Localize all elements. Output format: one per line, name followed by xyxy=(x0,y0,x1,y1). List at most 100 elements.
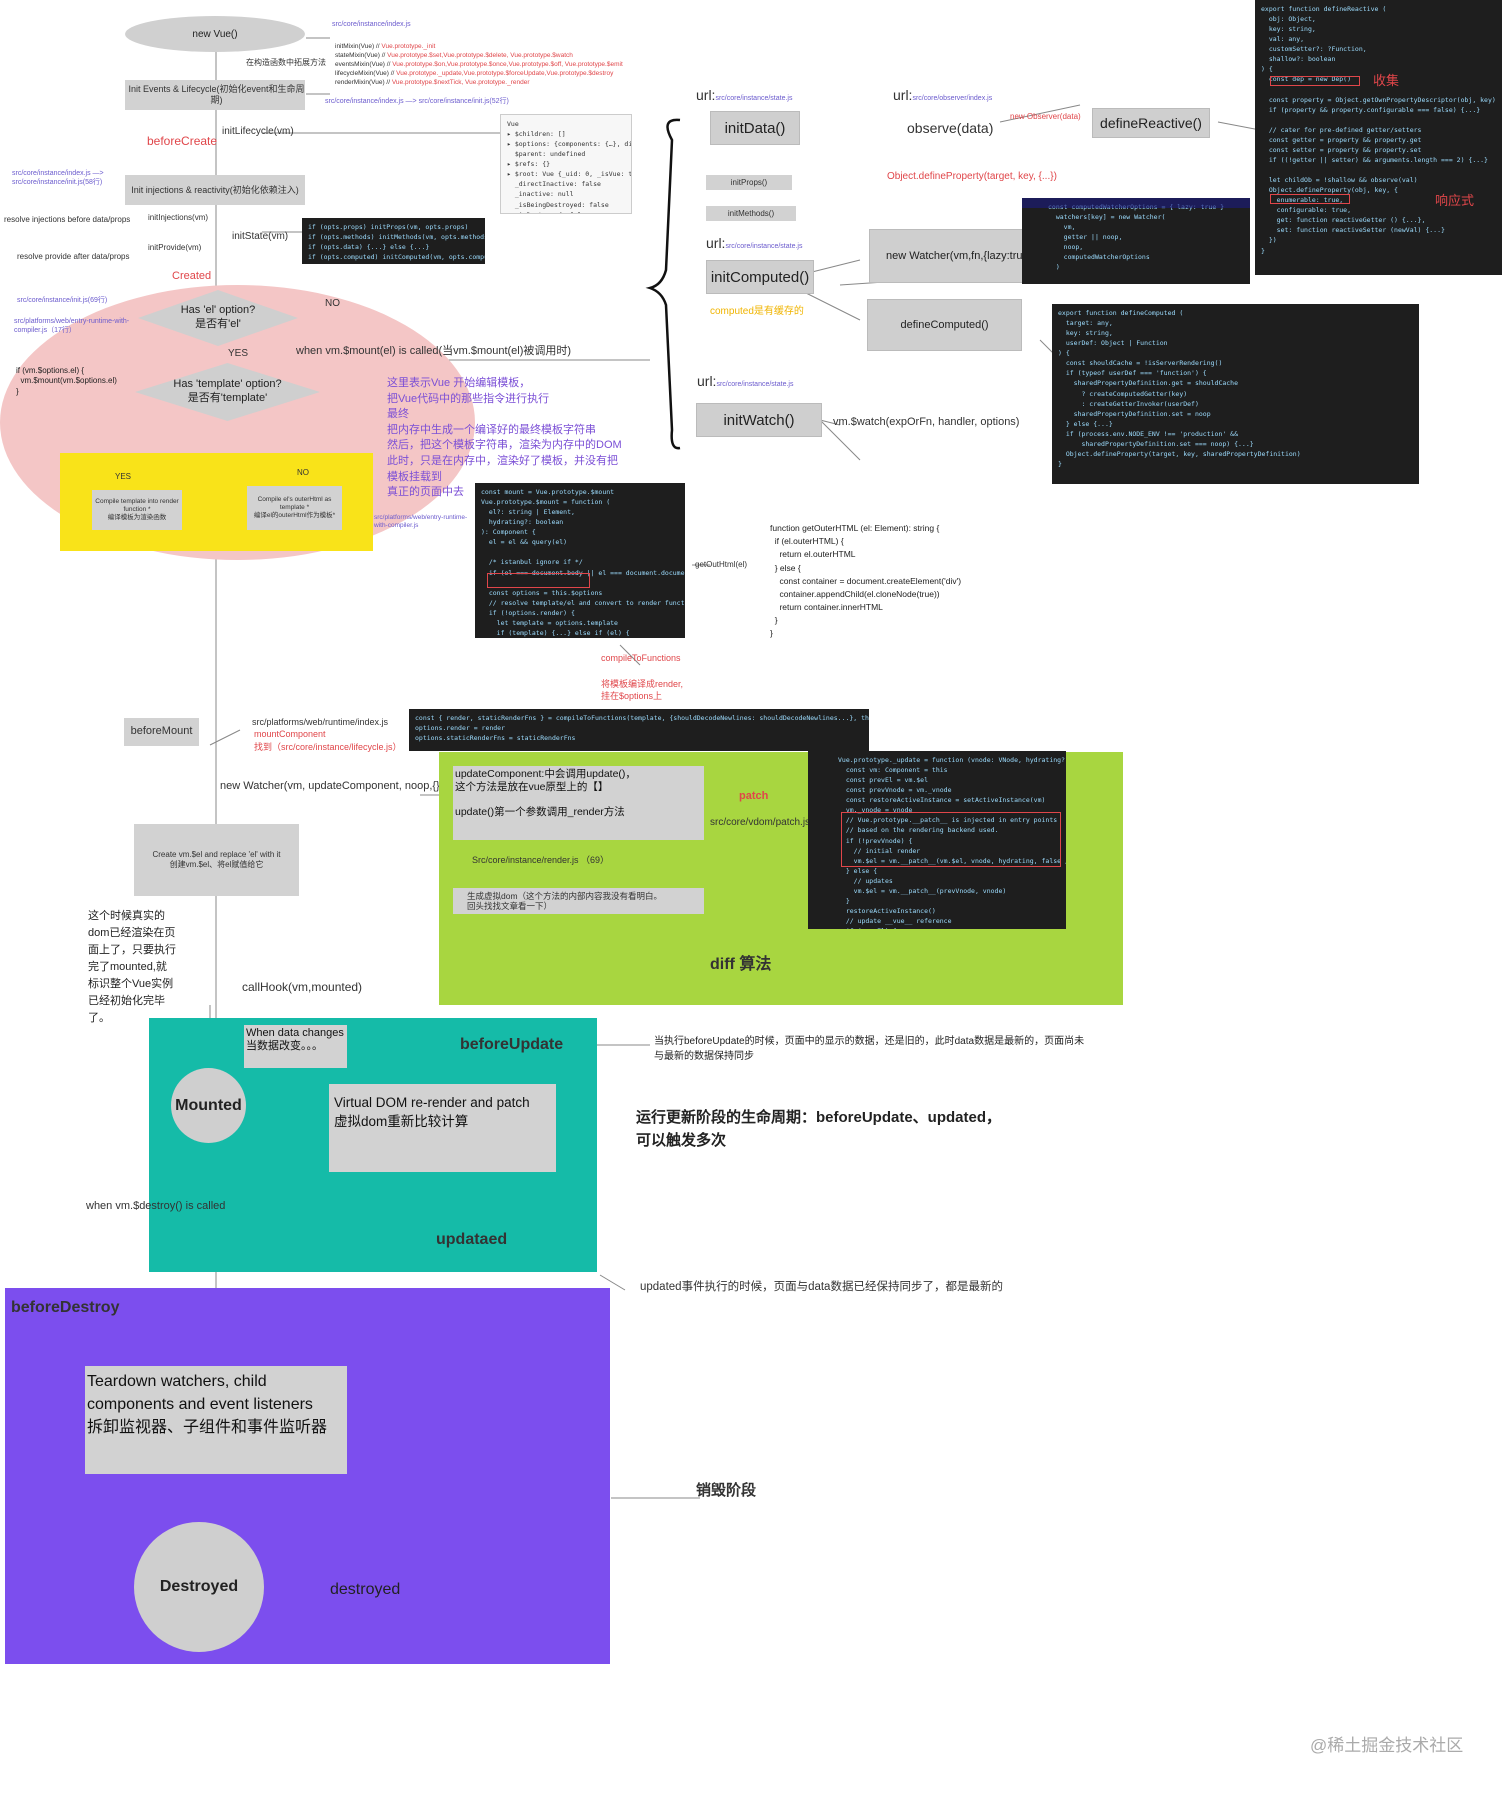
before-update-note: 当执行beforeUpdate的时候，页面中的显示的数据，还是旧的，此时data… xyxy=(654,1036,1085,1062)
mounted-circle: Mounted xyxy=(171,1068,246,1143)
reactive-label: 响应式 xyxy=(1435,193,1475,208)
define-reactive-code: export function defineReactive ( obj: Ob… xyxy=(1255,0,1502,275)
vm-props-code: Vue ▸ $children: [] ▸ $options: {compone… xyxy=(500,114,632,214)
computed-watcher-bar xyxy=(1022,198,1250,208)
url-label: url: xyxy=(697,373,717,389)
init-props-box: initProps() xyxy=(706,175,792,190)
side-paths: src/core/instance/index.js —> src/core/i… xyxy=(12,170,104,186)
observer-path: src/core/observer/index.js xyxy=(912,95,993,102)
init-methods-box: initMethods() xyxy=(706,206,796,221)
define-computed-code: export function defineComputed ( target:… xyxy=(1052,304,1419,484)
watermark: @稀土掘金技术社区 xyxy=(1310,1736,1464,1755)
vdom-rerender-box: Virtual DOM re-render and patch 虚拟dom重新比… xyxy=(329,1084,556,1172)
no-label-2: NO xyxy=(297,468,309,477)
define-computed-box: defineComputed() xyxy=(867,299,1022,351)
update-component-box: updateComponent:中会调用update()， 这个方法是放在vue… xyxy=(453,766,704,840)
destroy-region xyxy=(5,1288,610,1664)
init-watch-box: initWatch() xyxy=(696,403,822,437)
url-label: url: xyxy=(893,87,913,103)
runtime-stage-note: 运行更新阶段的生命周期：beforeUpdate、updated， 可以触发多次 xyxy=(636,1109,1002,1150)
diff-label: diff 算法 xyxy=(710,956,772,973)
update-highlight xyxy=(841,812,1061,867)
init-events-box: Init Events & Lifecycle(初始化event和生命周期) xyxy=(125,80,305,110)
init-injections-box: Init injections & reactivity(初始化依赖注入) xyxy=(125,175,305,205)
url-observer: url:src/core/observer/index.js xyxy=(893,87,992,105)
define-property-highlight xyxy=(1270,194,1350,204)
update-code: Vue.prototype._update = function (vnode:… xyxy=(808,751,1066,929)
mixin-line: eventsMixin(Vue) // Vue.prototype.$on,Vu… xyxy=(335,61,623,69)
runtime-path: src/platforms/web/runtime/index.js xyxy=(252,717,389,727)
mixin-line: lifecycleMixin(Vue) // Vue.prototype._up… xyxy=(335,70,614,78)
before-create-label: beforeCreate xyxy=(147,134,218,148)
when-data-changes-box: When data changes 当数据改变。。。 xyxy=(244,1025,347,1068)
patch-path: src/core/vdom/patch.js xyxy=(710,817,811,828)
mount-highlight xyxy=(487,573,590,588)
computed-watcher-code: const computedWatcherOptions = { lazy: t… xyxy=(1022,198,1250,284)
call-hook-label: callHook(vm,mounted) xyxy=(242,980,363,994)
state-path: src/core/instance/state.js xyxy=(715,95,793,102)
init-path-2: src/core/instance/init.js(69行) xyxy=(17,297,108,304)
init-path: src/core/instance/index.js —> src/core/i… xyxy=(325,98,509,105)
teardown-box: Teardown watchers, child components and … xyxy=(85,1366,347,1474)
purple-description: 这里表示Vue 开始编辑模板， 把Vue代码中的那些指令进行执行 最终 把内存中… xyxy=(387,377,622,499)
compile-fn-label: compileToFunctions xyxy=(601,653,681,663)
observe-label: observe(data) xyxy=(907,120,994,136)
platform-path: src/platforms/web/entry-runtime-with-com… xyxy=(14,318,130,335)
new-observer-label: new Observer(data) xyxy=(1010,112,1081,121)
url-label: url: xyxy=(706,235,726,251)
before-mount-box: beforeMount xyxy=(124,718,199,746)
get-outer-code: function getOuterHTML (el: Element): str… xyxy=(770,523,962,639)
get-outer-label: getOutHtml(el) xyxy=(695,560,748,569)
yes-label: YES xyxy=(228,348,249,359)
platform-path-2: src/platforms/web/entry-runtime-with-com… xyxy=(374,514,468,530)
init-lifecycle-label: initLifecycle(vm) xyxy=(222,126,294,137)
gen-vdom-box: 生成虚拟dom（这个方法的内部内容我没有看明白。 回头找找文章看一下） xyxy=(453,888,704,914)
init-injections-fn: initInjections(vm) xyxy=(148,213,209,222)
destroy-stage-label: 销毁阶段 xyxy=(696,1482,757,1499)
define-reactive-box: defineReactive() xyxy=(1092,108,1210,138)
if-options-code: if (vm.$options.el) { vm.$mount(vm.$opti… xyxy=(16,366,117,396)
updated-note: updated事件执行的时候，页面与data数据已经保持同步了，都是最新的 xyxy=(640,1281,1003,1293)
url-label: url: xyxy=(696,87,716,103)
before-update-label: beforeUpdate xyxy=(460,1036,564,1053)
lifecycle-path: 找到（src/core/instance/lifecycle.js） xyxy=(254,742,402,752)
when-mount-label: when vm.$mount(el) is called(当vm.$mount(… xyxy=(296,345,572,357)
init-provide: initProvide(vm) xyxy=(148,243,202,252)
url-state-2: url:src/core/instance/state.js xyxy=(706,235,802,253)
mixin-line: stateMixin(Vue) // Vue.prototype.$set,Vu… xyxy=(335,52,573,60)
watch-call-label: vm.$watch(expOrFn, handler, options) xyxy=(833,416,1020,428)
created-label: Created xyxy=(172,270,212,282)
init-computed-box: initComputed() xyxy=(706,260,814,294)
compile-fn-code: const { render, staticRenderFns } = comp… xyxy=(409,709,869,751)
compile-template-box: Compile template into render function * … xyxy=(92,490,182,530)
construct-note: 在构造函数中拓展方法 xyxy=(246,58,326,67)
resolve-injections: resolve injections before data/props xyxy=(4,215,131,224)
new-watcher-label: new Watcher(vm, updateComponent, noop,{}… xyxy=(220,780,444,792)
compile-outer-box: Compile el's outerHtml as template * 编译e… xyxy=(247,486,342,530)
mixin-line: initMixin(Vue) // Vue.prototype._init xyxy=(335,43,436,50)
patch-label: patch xyxy=(739,790,769,802)
no-label: NO xyxy=(325,298,340,309)
define-property-label: Object.defineProperty(target, key, {...}… xyxy=(887,171,1057,182)
mount-code: const mount = Vue.prototype.$mount Vue.p… xyxy=(475,483,685,638)
url-state-3: url:src/core/instance/state.js xyxy=(697,373,793,391)
mount-component: mountComponent xyxy=(254,729,326,739)
resolve-provide: resolve provide after data/props xyxy=(17,252,130,261)
state-path: src/core/instance/state.js xyxy=(716,381,794,388)
before-destroy-label: beforeDestroy xyxy=(11,1299,120,1316)
compile-note: 将模板编译成render, 挂在$options上 xyxy=(601,679,684,702)
destroyed-circle: Destroyed xyxy=(134,1522,264,1652)
create-el-box: Create vm.$el and replace 'el' with it 创… xyxy=(134,824,299,896)
render-path: Src/core/instance/render.js （69） xyxy=(472,855,610,865)
updated-label: updataed xyxy=(436,1231,508,1248)
dep-highlight xyxy=(1270,76,1360,86)
collect-label: 收集 xyxy=(1373,73,1400,88)
state-path: src/core/instance/state.js xyxy=(725,243,803,250)
init-data-box: initData() xyxy=(710,111,800,145)
destroyed-label: destroyed xyxy=(330,1581,401,1598)
dom-rendered-note: 这个时候真实的 dom已经渲染在页 面上了，只要执行 完了mounted,就 标… xyxy=(88,910,176,1025)
new-vue-node: new Vue() xyxy=(125,16,305,52)
computed-note: computed是有缓存的 xyxy=(710,306,804,317)
mixin-line: renderMixin(Vue) // Vue.prototype.$nextT… xyxy=(335,79,530,87)
